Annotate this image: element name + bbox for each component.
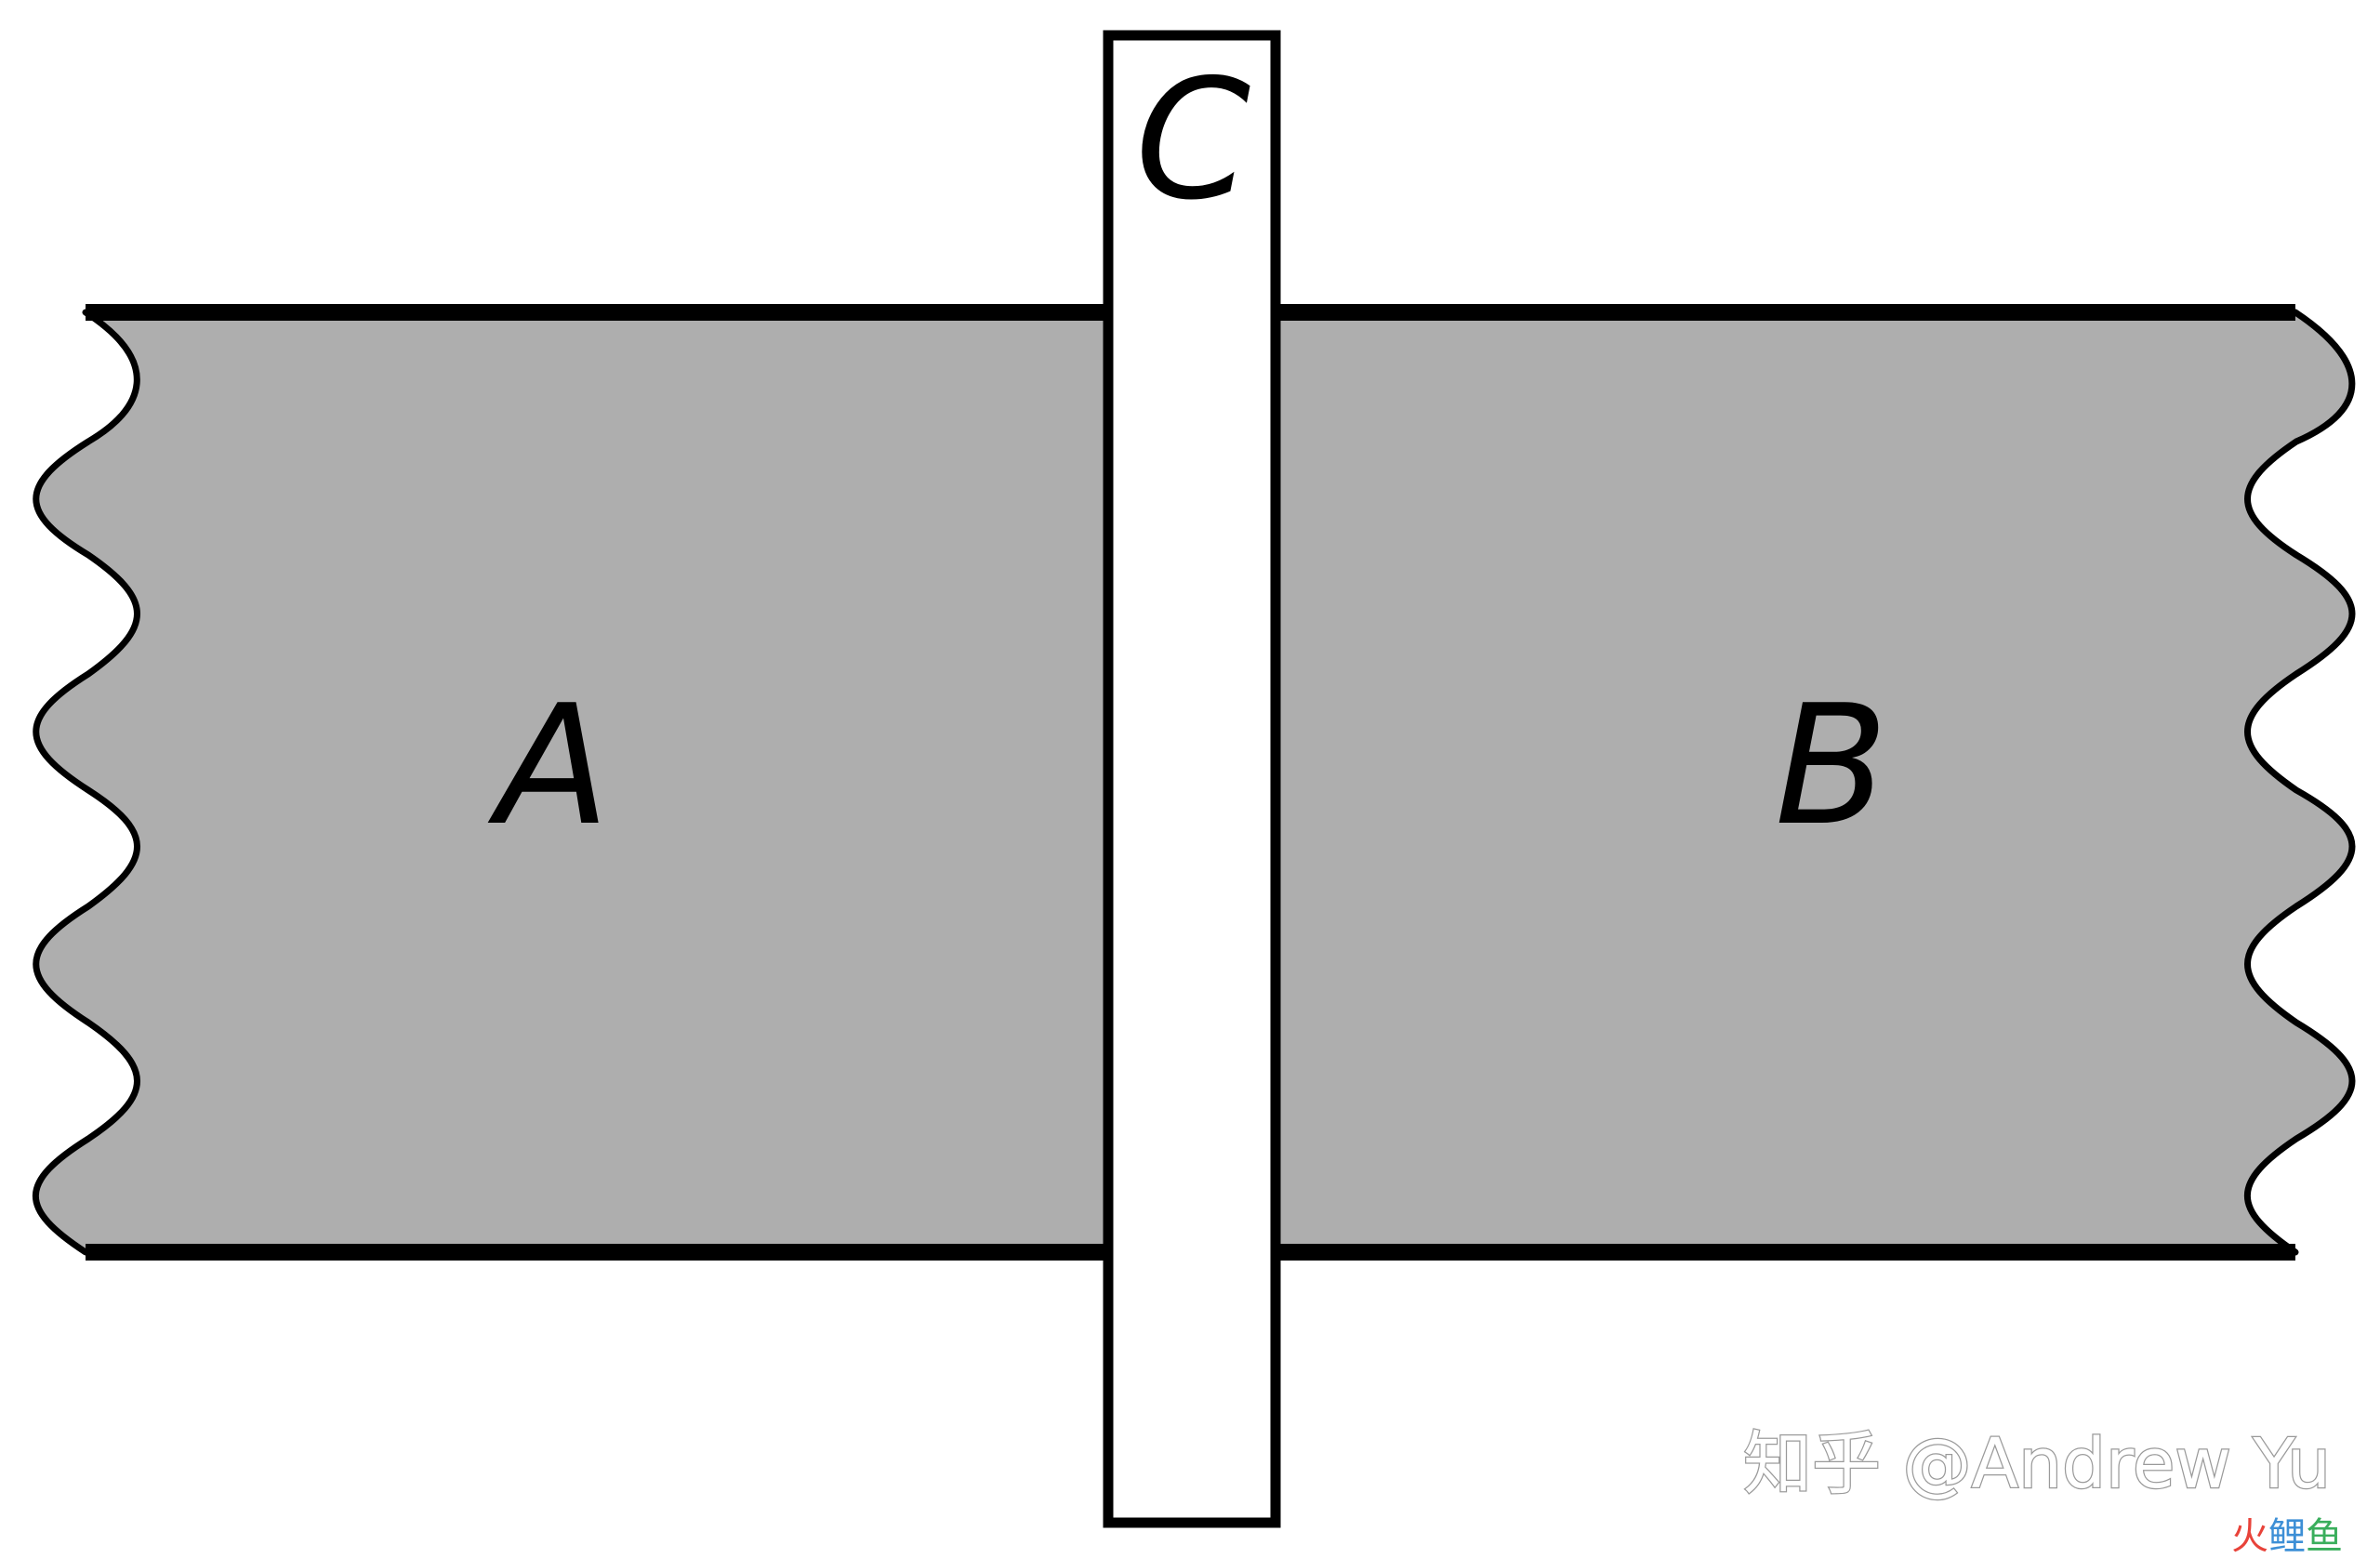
logo-char-3: 鱼 — [2306, 1515, 2343, 1558]
logo-char-1: 火 — [2231, 1515, 2268, 1558]
separator-c — [1103, 30, 1281, 1528]
watermark-text: 知乎 @Andrew Yu — [1743, 1424, 2331, 1504]
logo: 火 鲤 鱼 — [2231, 1515, 2343, 1558]
right-wavy-edge — [2243, 309, 2356, 1256]
label-region-a: A — [487, 669, 610, 862]
logo-char-2: 鲤 — [2268, 1515, 2306, 1558]
left-wavy-edge — [33, 309, 140, 1256]
label-region-b: B — [1775, 669, 1888, 862]
label-separator: C — [1135, 44, 1250, 236]
